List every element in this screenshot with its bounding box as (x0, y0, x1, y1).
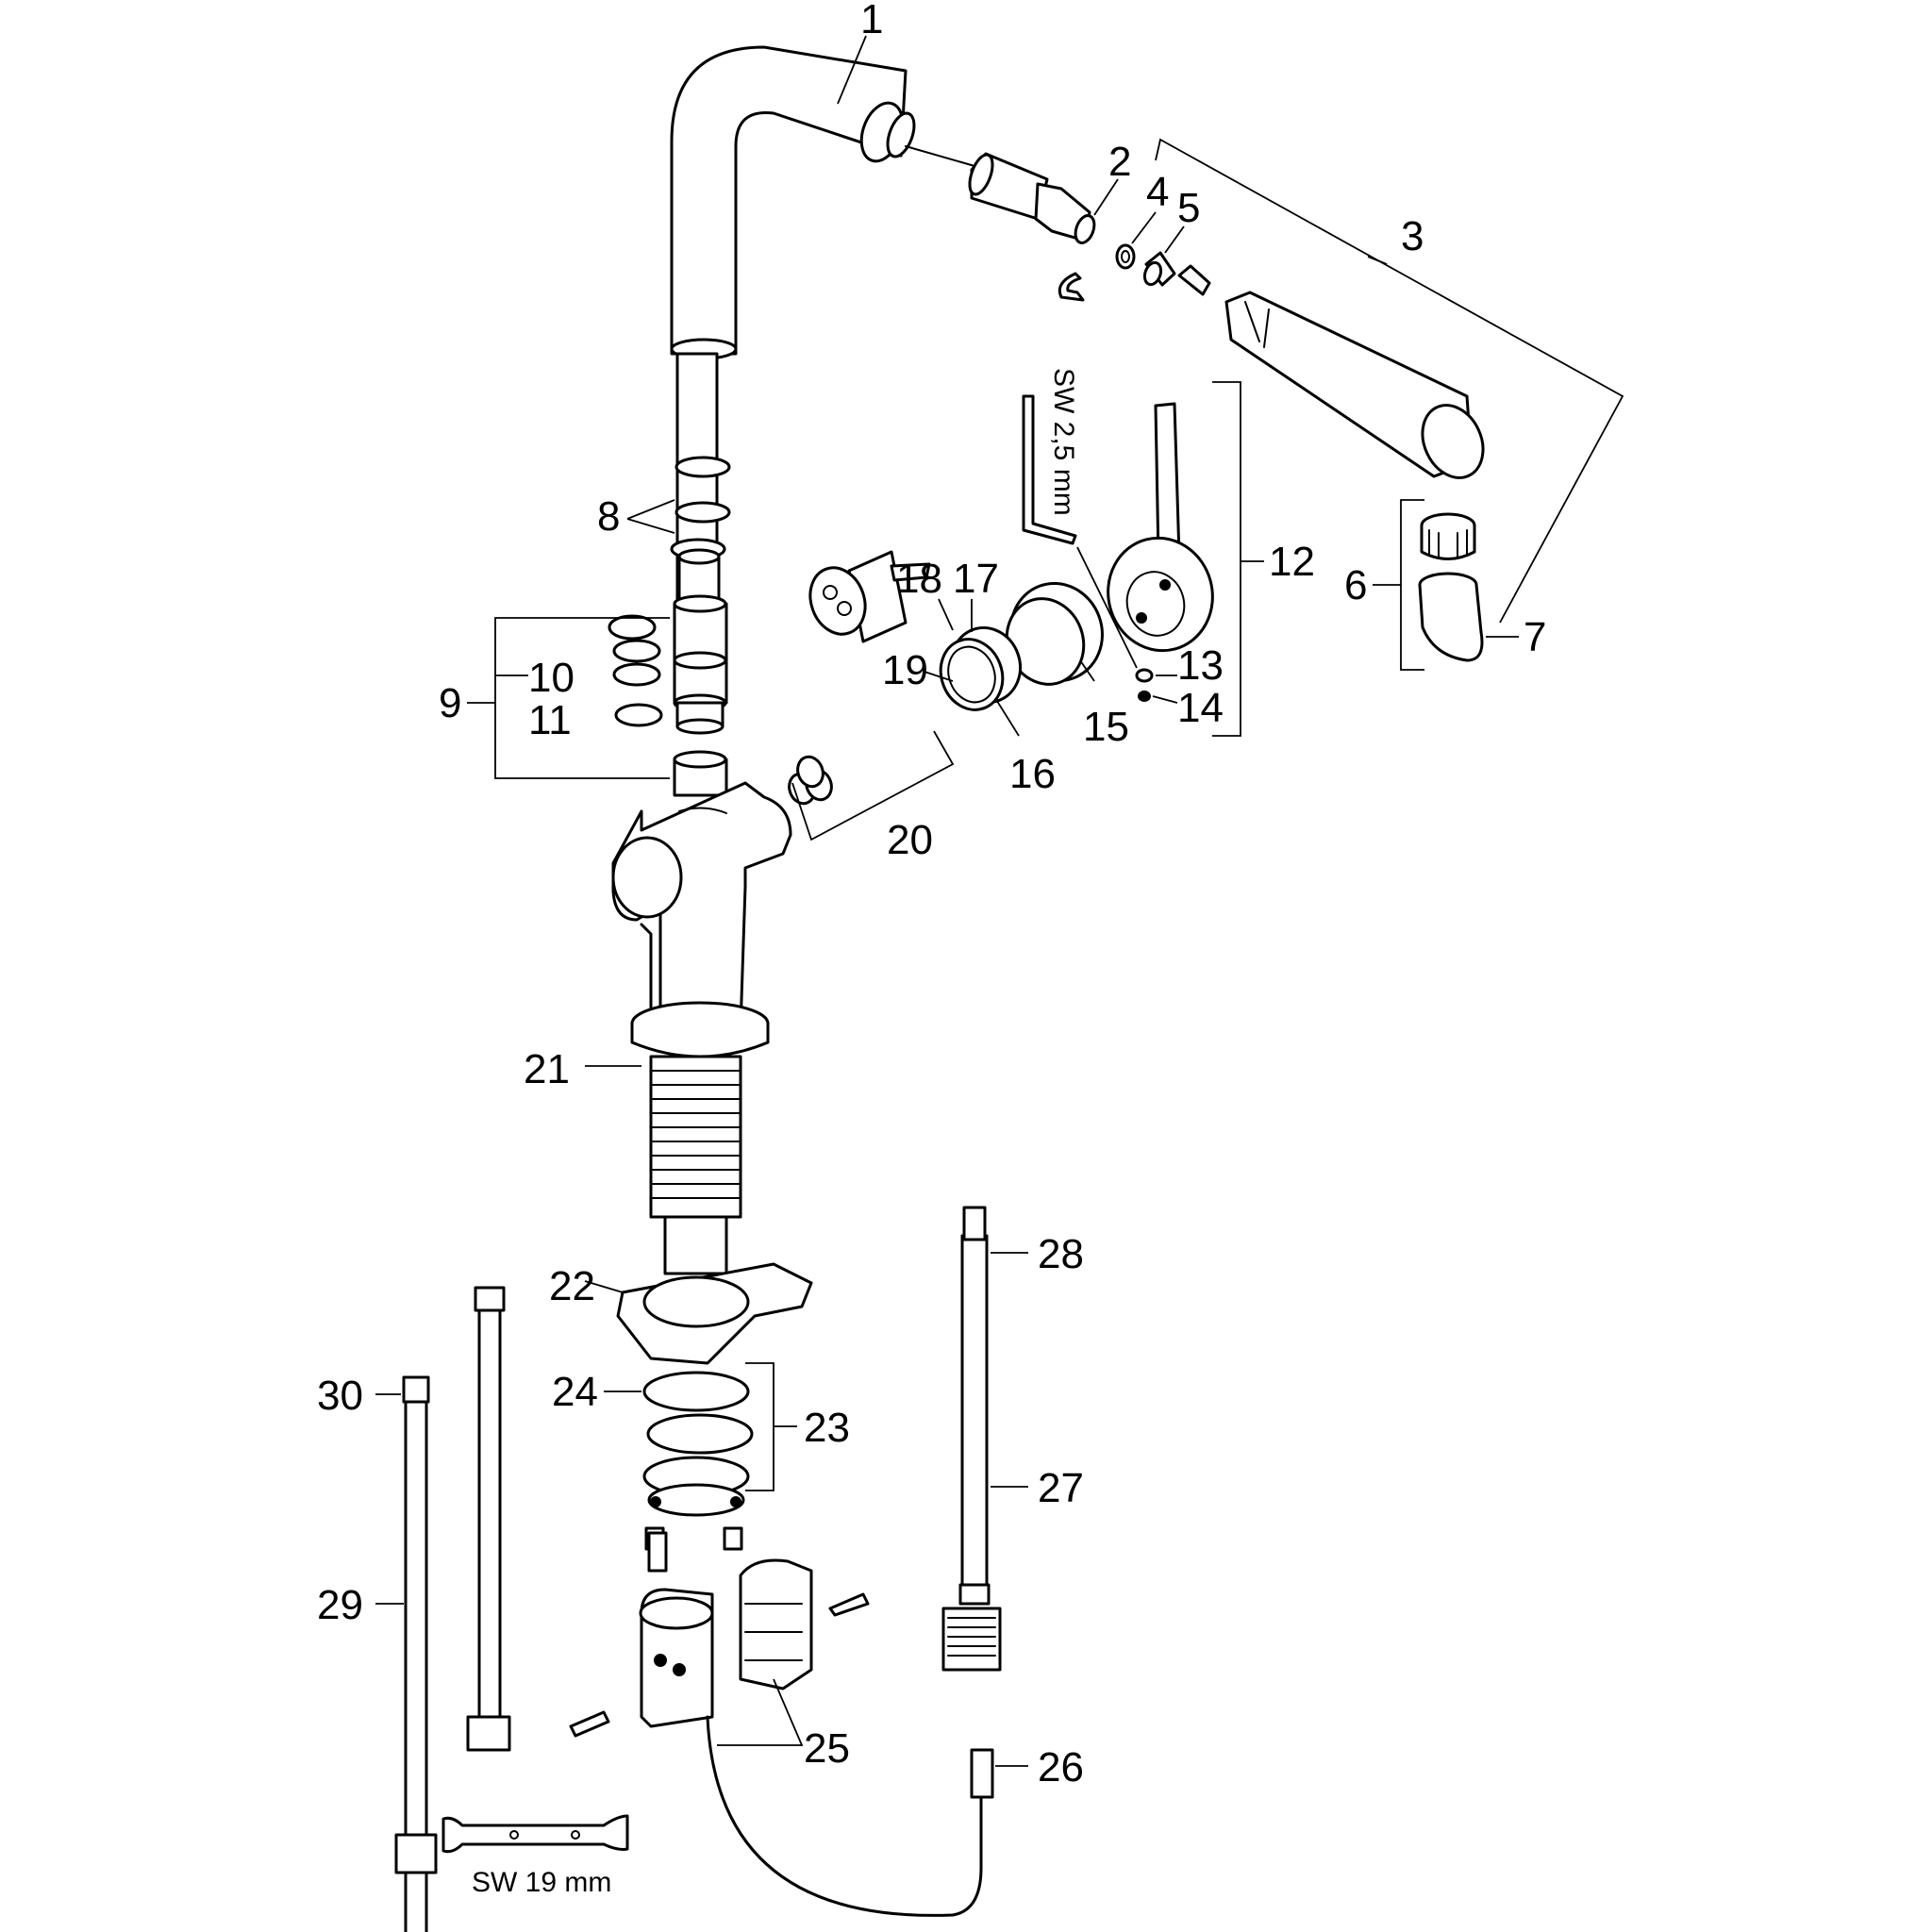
wrench-size-label: SW 19 mm (472, 1867, 611, 1898)
label-12: 12 (1269, 539, 1315, 585)
connector-insert (673, 594, 728, 735)
check-valve-5 (1142, 251, 1176, 287)
flex-hose-27 (960, 1234, 989, 1587)
sleeve (1177, 264, 1211, 296)
label-7: 7 (1524, 614, 1546, 660)
aerator-holder-7 (1418, 572, 1484, 662)
hose-connector-26 (970, 1748, 994, 1799)
hose-weight-25 (639, 1588, 714, 1728)
part-labels: 1 2 3 4 5 6 7 8 9 10 11 12 13 14 15 16 1… (317, 0, 1546, 1898)
spout (670, 45, 916, 360)
label-9: 9 (439, 680, 461, 726)
label-3: 3 (1401, 213, 1424, 259)
label-13: 13 (1177, 642, 1224, 689)
label-21: 21 (524, 1046, 570, 1092)
retaining-clip (1058, 272, 1085, 302)
label-4: 4 (1146, 169, 1169, 215)
hand-shower (1224, 291, 1485, 479)
leader-lines (375, 35, 1624, 1767)
screw-left (569, 1710, 610, 1738)
cover-ring-15 (1005, 581, 1104, 686)
label-20: 20 (887, 817, 933, 863)
spring-clamp-23 (642, 1371, 754, 1551)
column-sleeve (673, 750, 728, 797)
threaded-ring-17 (939, 625, 1022, 711)
pull-out-hose (706, 1715, 983, 1917)
label-11: 11 (528, 697, 572, 743)
washer-4 (1115, 243, 1136, 270)
supply-hose-29 (394, 1375, 438, 1932)
mixer-body (611, 781, 792, 1040)
label-14: 14 (1177, 685, 1224, 731)
screw-right (828, 1592, 870, 1617)
label-2: 2 (1108, 139, 1131, 185)
label-15: 15 (1083, 704, 1129, 750)
weight-shell (739, 1558, 813, 1690)
spout-hose-connector (905, 145, 1096, 244)
o-ring-11 (614, 703, 663, 727)
label-6: 6 (1344, 562, 1367, 608)
label-8: 8 (597, 493, 620, 540)
screw-vertical (647, 1531, 668, 1573)
aerator-6 (1420, 512, 1476, 560)
label-17: 17 (953, 556, 999, 602)
label-25: 25 (804, 1725, 850, 1772)
wrench-icon (441, 1814, 629, 1854)
label-22: 22 (549, 1263, 595, 1309)
label-10: 10 (528, 655, 575, 701)
label-18: 18 (896, 556, 942, 602)
label-5: 5 (1177, 185, 1200, 231)
label-16: 16 (1009, 751, 1056, 797)
label-29: 29 (317, 1582, 363, 1628)
label-1: 1 (860, 0, 883, 42)
label-28: 28 (1038, 1231, 1084, 1277)
mounting-bracket-22 (616, 1262, 813, 1365)
hex-key-size-label: SW 2,5 mm (1048, 368, 1079, 516)
cartridge (788, 550, 931, 806)
ring-10 (608, 614, 661, 687)
hose-nipple-28 (941, 1206, 1002, 1672)
threaded-stem (630, 1001, 770, 1275)
label-23: 23 (804, 1405, 850, 1451)
label-30: 30 (317, 1373, 363, 1419)
label-19: 19 (882, 647, 928, 693)
label-27: 27 (1038, 1465, 1084, 1511)
grub-screw-13 (1135, 668, 1154, 683)
label-26: 26 (1038, 1744, 1084, 1790)
hex-key (1022, 394, 1077, 545)
lever-handle (1107, 402, 1214, 653)
cap-14 (1138, 691, 1151, 702)
label-24: 24 (552, 1369, 598, 1415)
supply-hose-30 (466, 1286, 511, 1752)
